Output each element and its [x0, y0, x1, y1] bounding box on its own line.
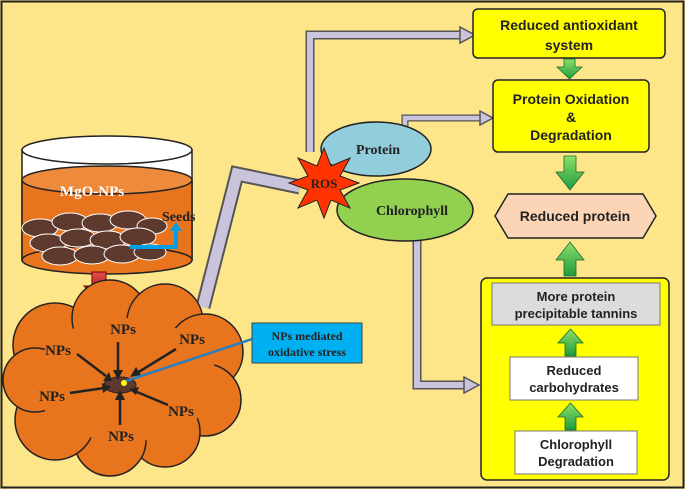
green-arrow-1	[556, 58, 583, 80]
svg-text:Protein: Protein	[356, 143, 400, 158]
svg-text:Degradation: Degradation	[538, 454, 614, 469]
svg-text:precipitable tannins: precipitable tannins	[515, 306, 638, 321]
connector-chlorophyll-to-panel	[414, 238, 465, 388]
box-chlorophyll-degradation: Chlorophyll Degradation	[514, 430, 638, 475]
svg-text:oxidative stress: oxidative stress	[268, 345, 346, 359]
ros-burst: ROS	[287, 146, 361, 220]
seeds-arrowhead	[170, 222, 182, 231]
svg-text:Reduced protein: Reduced protein	[520, 208, 630, 224]
np-label: NPs	[179, 332, 205, 348]
svg-text:Chlorophyll: Chlorophyll	[540, 437, 612, 452]
seed-pile	[21, 210, 168, 266]
svg-text:Protein Oxidation: Protein Oxidation	[513, 91, 630, 107]
protein-node: Protein	[320, 121, 432, 177]
svg-text:Chlorophyll: Chlorophyll	[376, 204, 448, 219]
arrowhead-antioxidant	[459, 25, 477, 45]
chlorophyll-node: Chlorophyll	[336, 178, 474, 242]
svg-text:More protein: More protein	[537, 289, 616, 304]
np-label: NPs	[39, 389, 65, 405]
arrowhead-panel	[463, 375, 481, 395]
svg-text:NPs mediated: NPs mediated	[272, 329, 343, 343]
np-label: NPs	[110, 322, 136, 338]
svg-text:Degradation: Degradation	[530, 127, 612, 143]
np-label: NPs	[168, 404, 194, 420]
box-protein-oxidation: Protein Oxidation & Degradation	[492, 79, 650, 153]
stress-callout: NPs mediated oxidative stress	[251, 322, 363, 364]
svg-text:&: &	[566, 109, 576, 125]
box-tannins: More protein precipitable tannins	[491, 282, 661, 326]
svg-text:carbohydrates: carbohydrates	[529, 380, 619, 395]
np-label: NPs	[108, 429, 134, 445]
connector-ros-to-antioxidant	[307, 32, 462, 152]
arrowhead-oxidation	[479, 109, 495, 127]
np-label: NPs	[45, 343, 71, 359]
beaker-label: MgO-NPs	[60, 184, 124, 200]
box-reduced-antioxidant: Reduced antioxidant system	[472, 8, 666, 59]
green-arrow-3	[555, 241, 585, 277]
svg-text:Reduced antioxidant: Reduced antioxidant	[500, 17, 638, 33]
green-arrow-5	[557, 402, 584, 431]
svg-text:system: system	[545, 37, 593, 53]
beaker: MgO-NPs	[21, 135, 193, 275]
green-arrow-2	[555, 155, 585, 191]
np-arrowheads	[102, 367, 141, 400]
seeds-arrow	[130, 230, 178, 249]
seeds-label: Seeds	[162, 210, 196, 225]
green-arrow-4	[557, 328, 584, 357]
callout-pointer	[125, 336, 256, 383]
connector-cloud-to-ros	[197, 167, 302, 309]
box-reduced-protein: Reduced protein	[494, 193, 657, 239]
np-cloud: NPs NPs NPs NPs NPs NPs	[2, 279, 244, 477]
np-arrows	[69, 342, 177, 425]
box-carbohydrates: Reduced carbohydrates	[509, 356, 639, 401]
svg-text:ROS: ROS	[311, 176, 338, 191]
nanoparticle-dot	[121, 380, 127, 386]
svg-text:Reduced: Reduced	[547, 363, 602, 378]
